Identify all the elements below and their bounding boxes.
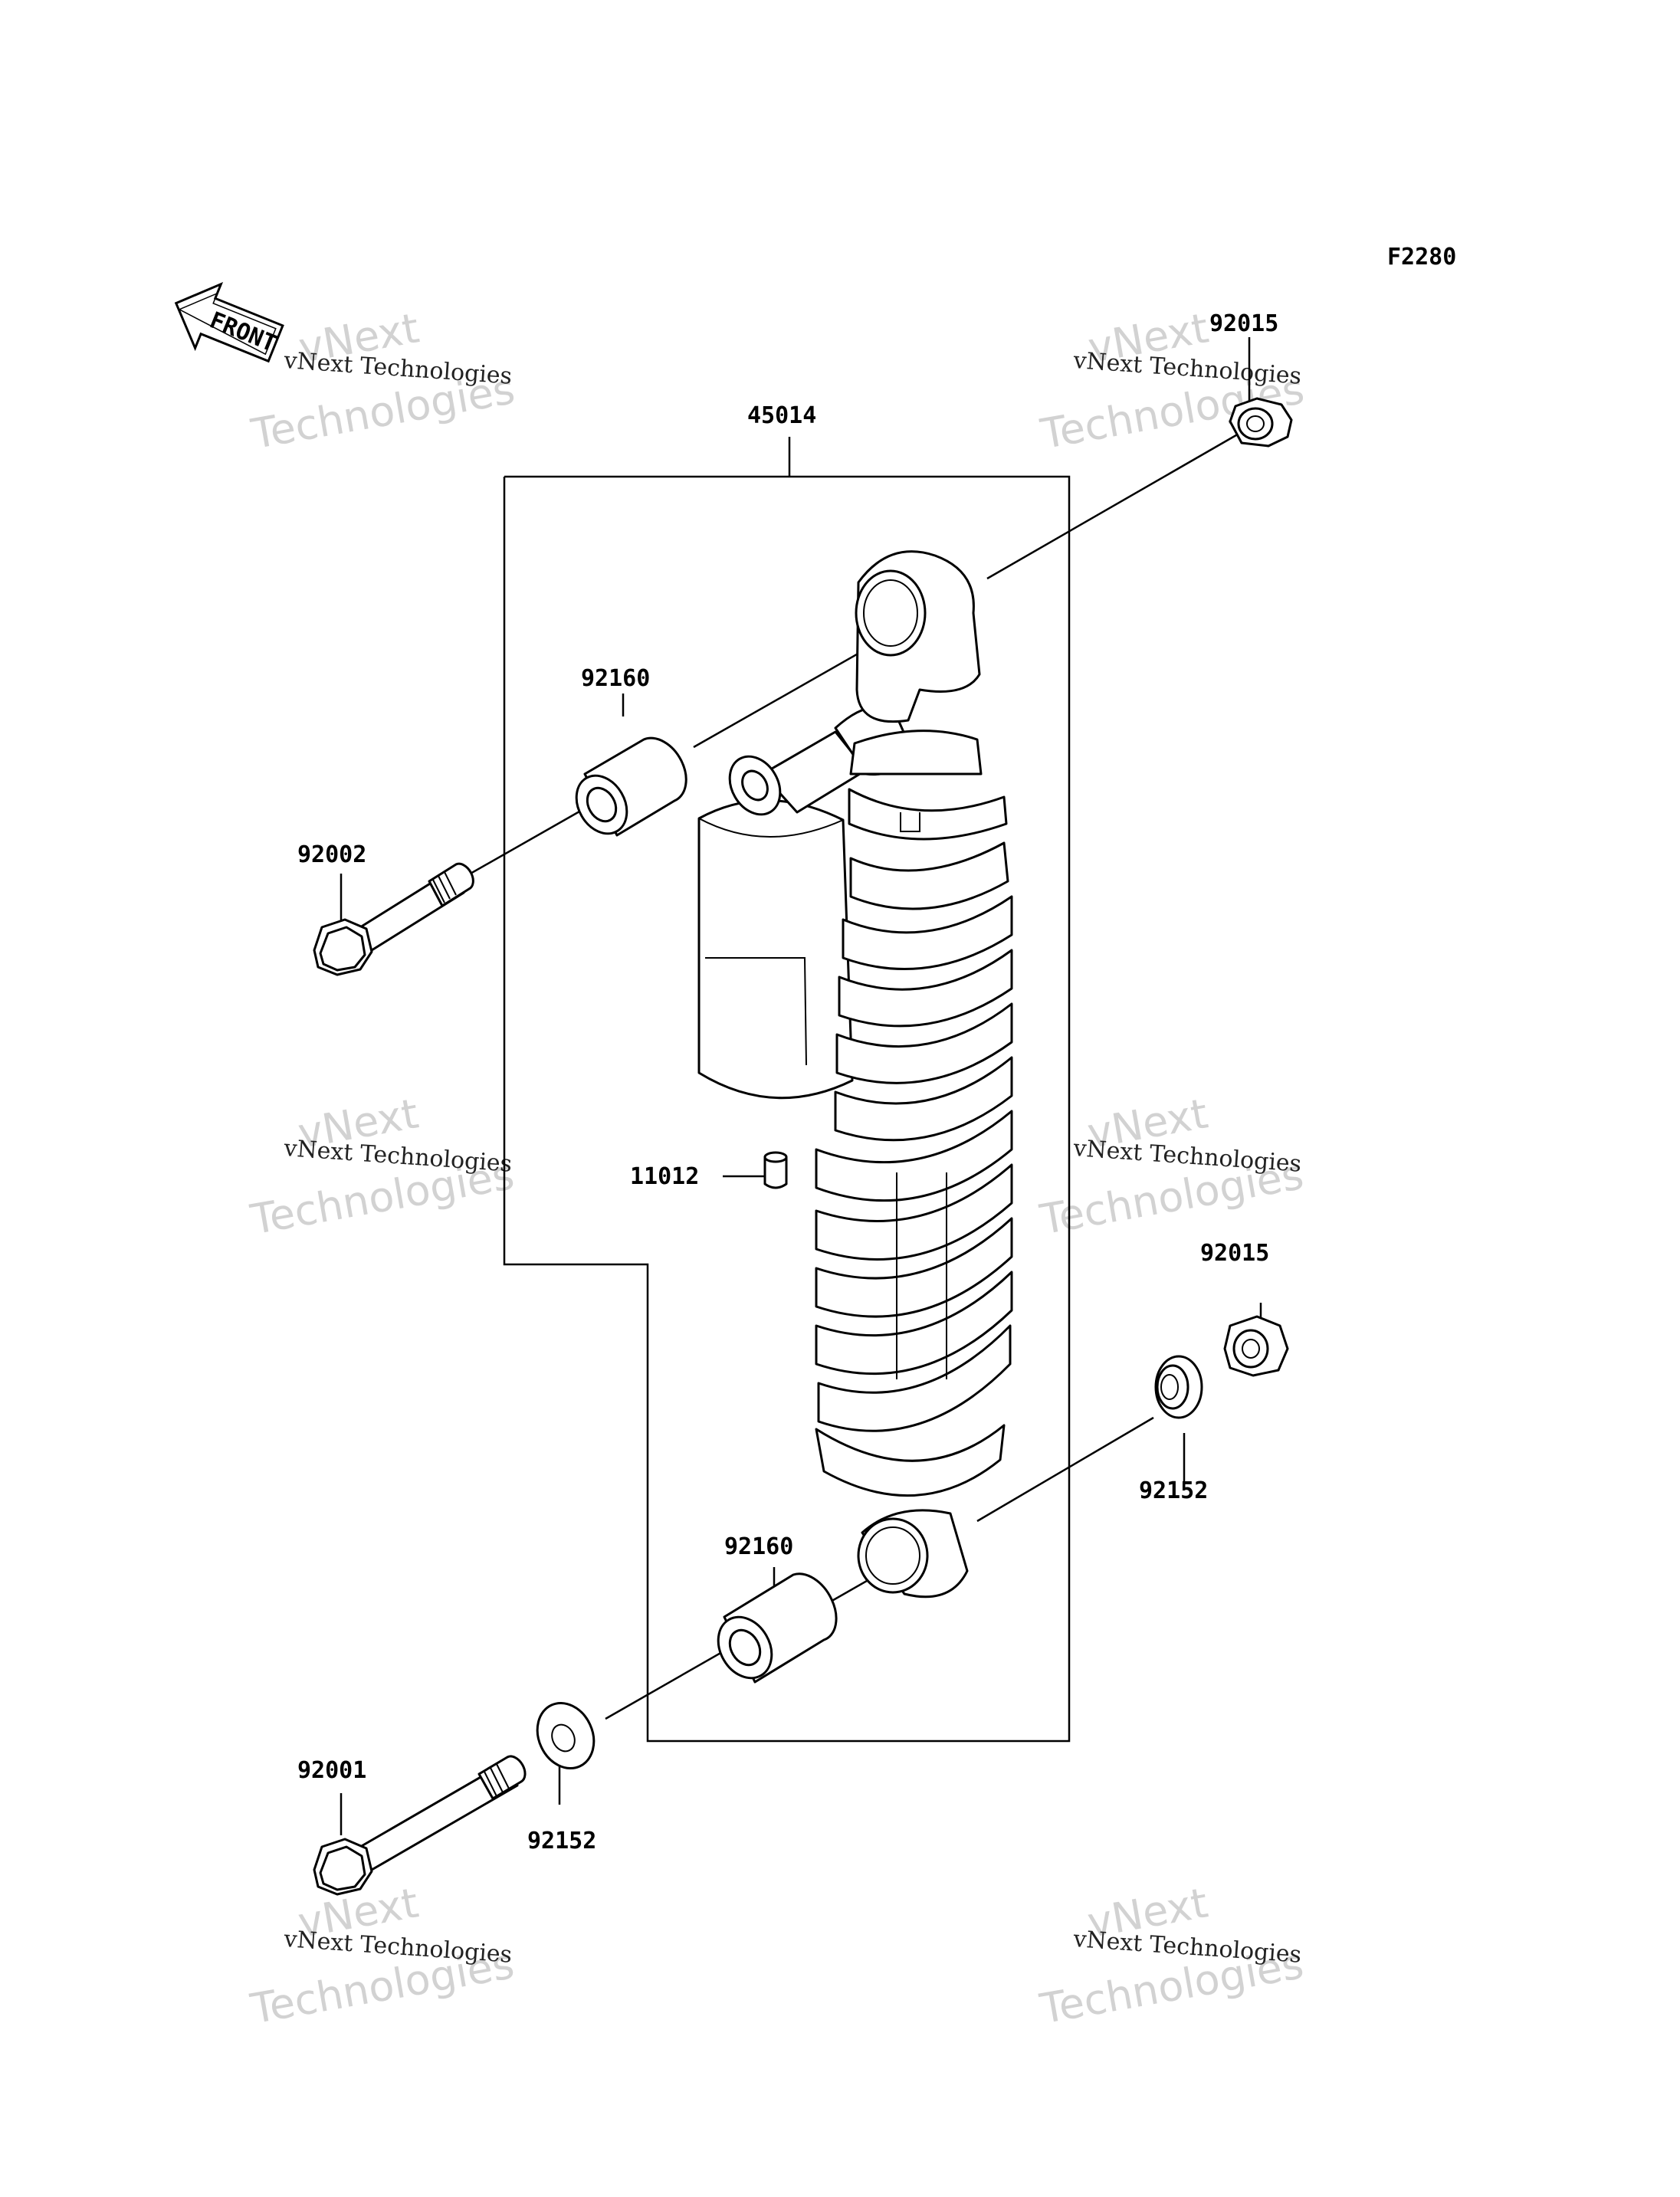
lower-washer-right-92152 [1154,1355,1203,1419]
figure-code: F2280 [1387,244,1456,271]
upper-collar-92160 [575,736,687,837]
lower-collar-92160 [717,1572,838,1684]
label-92152-right: 92152 [1139,1477,1208,1504]
assembly-bracket [503,475,1071,1743]
label-92160-lower: 92160 [724,1533,793,1560]
label-92015-lower: 92015 [1200,1240,1269,1267]
upper-bolt-92002 [313,862,474,976]
upper-nut-92015 [1229,397,1293,448]
label-92160-upper: 92160 [581,665,650,692]
label-45014: 45014 [747,402,816,429]
label-92152-left: 92152 [527,1828,596,1854]
front-arrow-icon: FRONT [174,281,284,363]
lower-nut-92015 [1223,1315,1289,1377]
lower-washer-left-92152 [536,1701,596,1770]
label-92001: 92001 [297,1757,366,1784]
label-11012: 11012 [630,1163,699,1190]
shock-absorber-45014 [697,550,1013,1599]
label-92015-upper: 92015 [1209,310,1278,337]
label-92002: 92002 [297,841,366,868]
lower-bolt-92001 [313,1755,527,1896]
valve-11012 [763,1151,788,1189]
